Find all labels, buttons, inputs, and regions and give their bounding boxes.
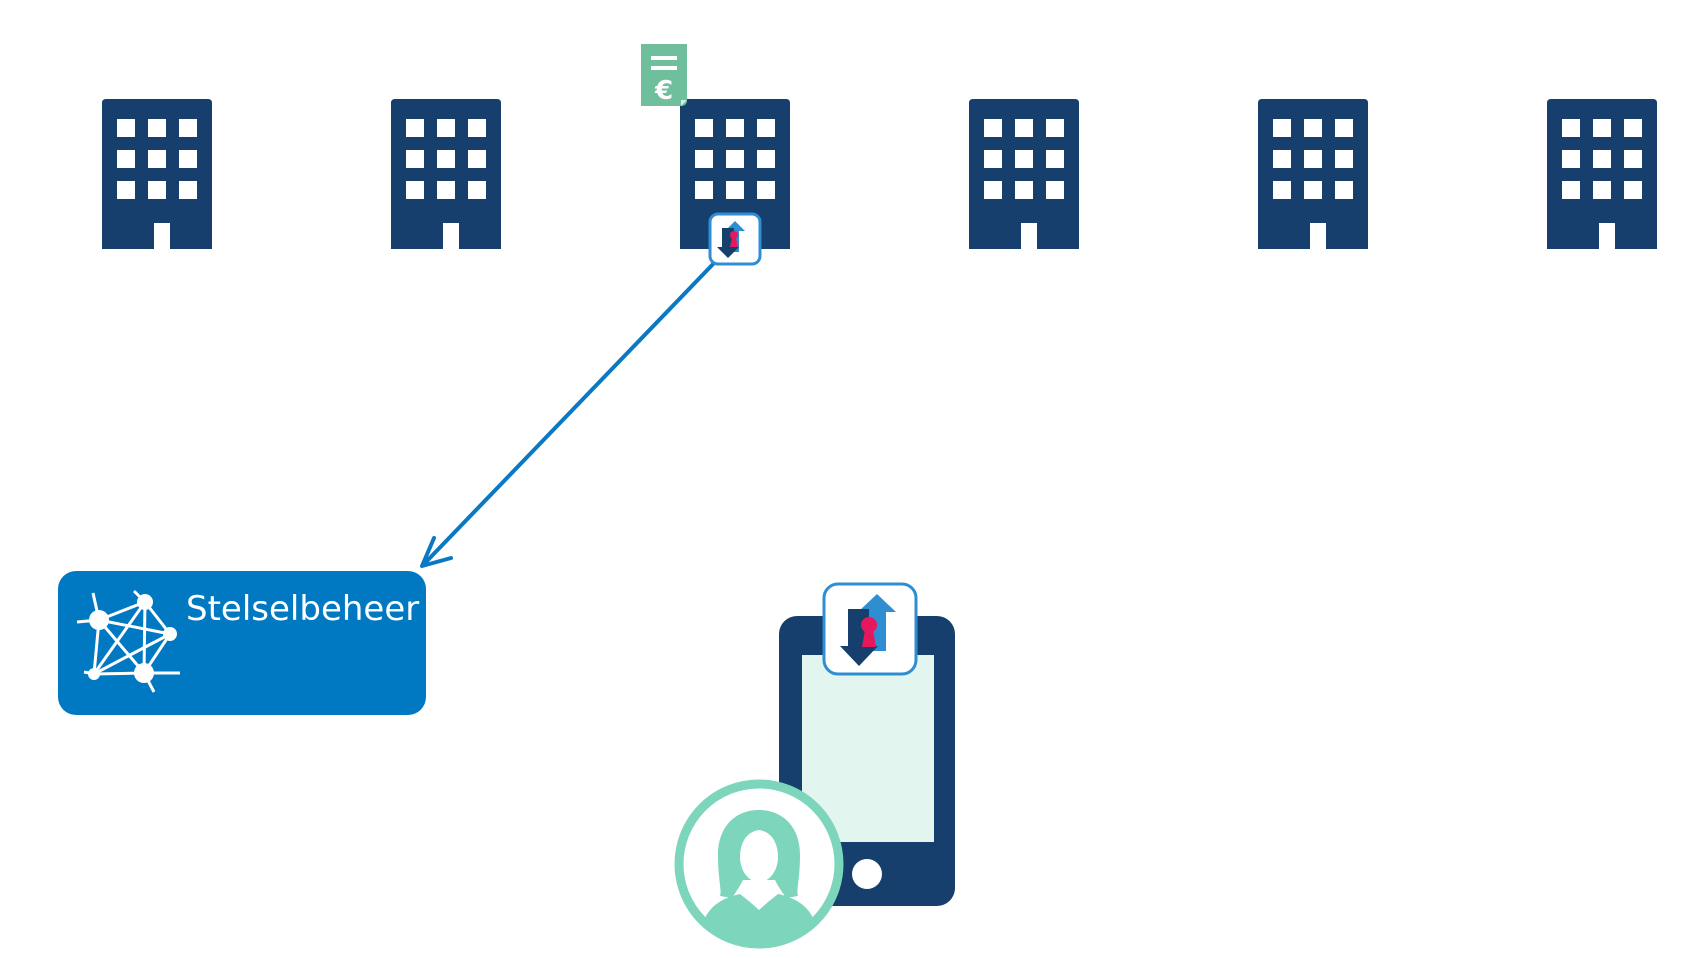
building-icon [969, 99, 1079, 249]
euro-symbol: € [654, 76, 673, 106]
app-data-exchange-icon[interactable] [822, 582, 918, 676]
stelselbeheer-box[interactable]: Stelselbeheer [58, 571, 426, 715]
data-exchange-lock-icon [708, 212, 762, 266]
building-icon [1547, 99, 1657, 249]
stelselbeheer-label: Stelselbeheer [186, 589, 419, 629]
connection-arrow [420, 259, 718, 568]
building-icon [391, 99, 501, 249]
person-avatar-icon [674, 779, 844, 949]
invoice-euro-icon: € [641, 44, 687, 106]
building-icon [102, 99, 212, 249]
organizations-row [102, 99, 1657, 249]
building-icon [1258, 99, 1368, 249]
network-icon [76, 589, 180, 693]
